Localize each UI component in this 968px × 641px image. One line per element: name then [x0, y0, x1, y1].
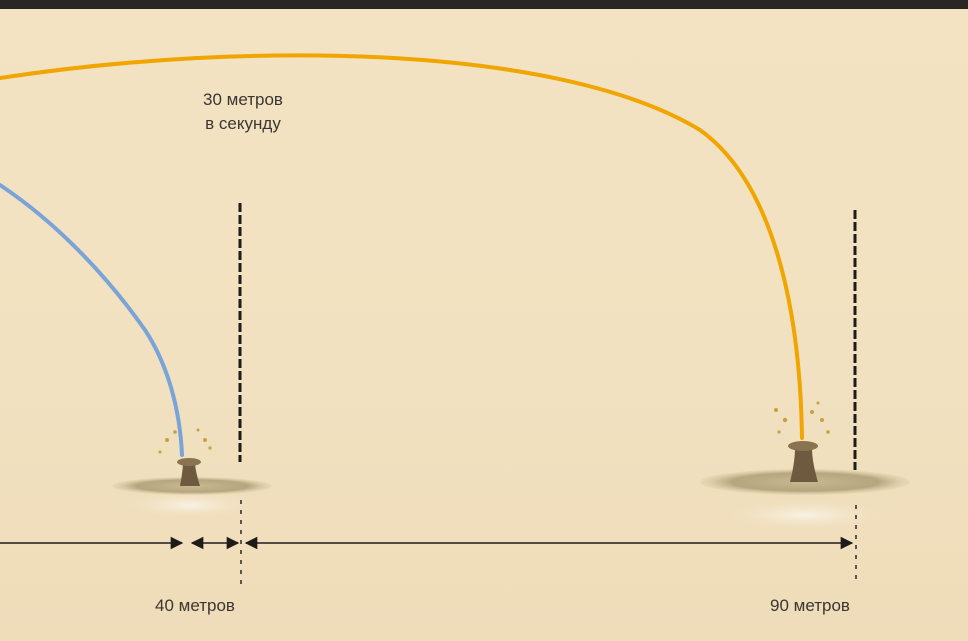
distance-label-90: 90 метров: [770, 596, 850, 615]
marker-pole-1: [238, 203, 242, 585]
marker-pole-2: [853, 210, 857, 585]
splash-1: [112, 428, 272, 519]
orange-trajectory: [0, 53, 804, 440]
splash-2: [700, 401, 910, 531]
speed-label-line1: 30 метров: [203, 90, 283, 109]
speed-label: 30 метров в секунду: [168, 88, 318, 136]
speed-label-line2: в секунду: [205, 114, 281, 133]
blue-trajectory: [0, 183, 184, 457]
top-border-bar: [0, 0, 968, 9]
distance-label-40: 40 метров: [155, 596, 235, 615]
